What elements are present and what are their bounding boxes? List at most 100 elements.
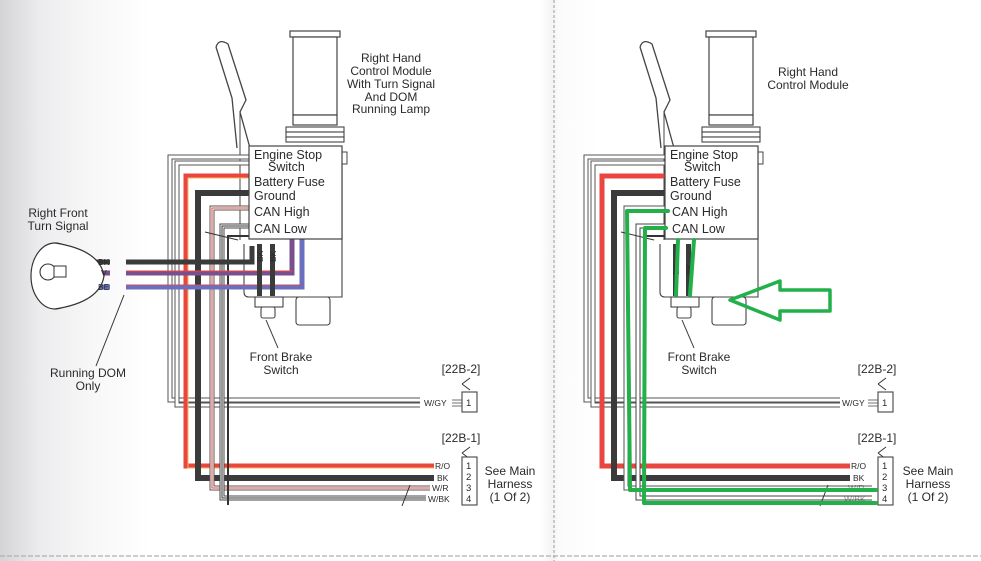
- svg-text:(1 Of 2): (1 Of 2): [490, 490, 531, 504]
- throttle-grip-icon-right: [708, 36, 754, 116]
- connector-22b1-pin-1: 1: [466, 461, 471, 472]
- svg-text:See Main: See Main: [485, 464, 536, 478]
- module-housing: [243, 160, 343, 298]
- svg-text:Right Hand: Right Hand: [778, 65, 838, 79]
- brake-switch-leader: [265, 319, 279, 349]
- brake-lever-icon-right: [639, 40, 675, 149]
- svg-text:Harness: Harness: [906, 477, 951, 491]
- connector-22b2-pin-1: 1: [466, 398, 471, 409]
- fn-engine-stop-right: Engine Stop: [670, 148, 738, 162]
- turn-wire-label-be: BE: [98, 282, 110, 292]
- green-highlight-pin-2: [688, 238, 696, 297]
- module-pin-bk-2: [270, 244, 275, 296]
- right-panel: BK BK Engine Stop Switch Battery Fuse Gr…: [583, 30, 954, 507]
- fn-can-low: CAN Low: [254, 222, 308, 236]
- pin-label-bk-1: BK: [255, 250, 265, 262]
- svg-text:(1 Of 2): (1 Of 2): [908, 490, 949, 504]
- turn-signal-lamp-icon: [30, 242, 105, 310]
- twist-marker: [204, 231, 239, 241]
- connector-22b1-pin-3-right: 3: [882, 483, 887, 494]
- green-highlight-can-high: [625, 209, 878, 492]
- wire-inner-black: [227, 235, 250, 505]
- wire-black-right: [611, 190, 872, 481]
- green-arrow-icon: [728, 279, 832, 322]
- module-lower-tab: [295, 296, 331, 326]
- wire-black: [195, 190, 455, 481]
- svg-text:With Turn Signal: With Turn Signal: [347, 77, 435, 91]
- fn-engine-stop: Engine Stop: [254, 148, 322, 162]
- wire-code-wgy: W/GY: [424, 398, 447, 408]
- wire-code-wbk: W/BK: [428, 494, 450, 504]
- module-pin-bk-1: [257, 244, 262, 296]
- connector-22b2-symbol: [461, 377, 471, 391]
- svg-text:See Main: See Main: [903, 464, 954, 478]
- connector-22b1-housing-right: [877, 456, 894, 506]
- wire-code-wbk-right: W/BK: [844, 494, 866, 504]
- pin-label-bk-2-right: BK: [684, 263, 694, 275]
- connector-22b1-pin-2: 2: [466, 472, 471, 483]
- wire-code-bk: BK: [437, 473, 449, 483]
- turn-wire-label-v: V: [101, 268, 107, 278]
- grip-end-cap: [289, 30, 341, 38]
- left-panel: BK BK Engine Stop Switch Battery Fuse Gr…: [28, 30, 536, 507]
- connector-22b1-id-right: [22B-1]: [858, 431, 897, 445]
- grip-ring-1: [285, 126, 345, 133]
- throttle-grip-icon: [292, 36, 338, 116]
- connector-22b1-pin-3: 3: [466, 483, 471, 494]
- connector-22b2-pin-1-right: 1: [882, 398, 887, 409]
- wire-red-orange-right: [599, 173, 872, 469]
- brake-switch-body: [254, 296, 284, 308]
- fn-can-low-right: CAN Low: [672, 222, 726, 236]
- connector-22b1-pin-1-right: 1: [882, 461, 887, 472]
- fn-ground-right: Ground: [670, 189, 712, 203]
- turn-signal-title-2: Turn Signal: [28, 219, 89, 233]
- svg-text:Harness: Harness: [488, 477, 533, 491]
- svg-text:Right Hand: Right Hand: [361, 51, 421, 65]
- wire-code-wr: W/R: [432, 483, 449, 493]
- module-function-box-right: [664, 145, 759, 240]
- fn-ground: Ground: [254, 189, 296, 203]
- white-wire-bundle-right: [583, 154, 840, 408]
- grip-end-cap-right: [705, 30, 757, 38]
- brake-switch-plunger: [260, 306, 276, 319]
- harness-note-right: See Main Harness (1 Of 2): [903, 464, 954, 504]
- running-dom-leader: [95, 294, 125, 367]
- brake-switch-label-2-right: Switch: [681, 363, 716, 377]
- harness-note-left: See Main Harness (1 Of 2): [485, 464, 536, 504]
- svg-text:Running Lamp: Running Lamp: [352, 102, 430, 116]
- brake-lever-icon: [215, 40, 251, 149]
- module-pin-bk-2-right: [686, 244, 691, 296]
- fn-can-high-right: CAN High: [672, 205, 728, 219]
- module-housing-right: [659, 160, 759, 298]
- running-dom-note-2: Only: [76, 379, 101, 393]
- connector-22b1-housing: [461, 456, 478, 506]
- brake-switch-label-2: Switch: [263, 363, 298, 377]
- grip-collar: [292, 114, 338, 126]
- wire-white-red-right: [623, 205, 872, 491]
- wire-code-ro-right: R/O: [851, 461, 867, 471]
- fn-switch: Switch: [268, 160, 305, 174]
- module-title-right: Right Hand Control Module: [767, 65, 849, 92]
- twist-marker-2: [401, 484, 411, 507]
- wire-code-bk-right: BK: [853, 473, 865, 483]
- connector-22b1-pin-4: 4: [466, 494, 471, 505]
- connector-22b1-pin-2-right: 2: [882, 472, 887, 483]
- green-highlight-pin-1: [674, 238, 680, 297]
- pin-label-bk-2: BK: [268, 250, 278, 262]
- grip-ring-3: [285, 136, 345, 143]
- connector-22b2-id-right: [22B-2]: [858, 362, 897, 376]
- brake-switch-label-1-right: Front Brake: [668, 350, 731, 364]
- green-highlight-can-low: [642, 226, 878, 505]
- module-function-box: [248, 145, 343, 240]
- green-highlight-can-wires: [625, 209, 878, 505]
- brake-switch-label-1: Front Brake: [250, 350, 313, 364]
- fn-switch-right: Switch: [684, 160, 721, 174]
- grip-ring-2: [285, 131, 345, 138]
- turn-signal-title-1: Right Front: [28, 206, 88, 220]
- white-wire-bundle: [167, 154, 420, 408]
- wire-red-orange: [183, 173, 455, 469]
- connector-22b1-id: [22B-1]: [442, 431, 481, 445]
- wire-white-red: [209, 205, 455, 491]
